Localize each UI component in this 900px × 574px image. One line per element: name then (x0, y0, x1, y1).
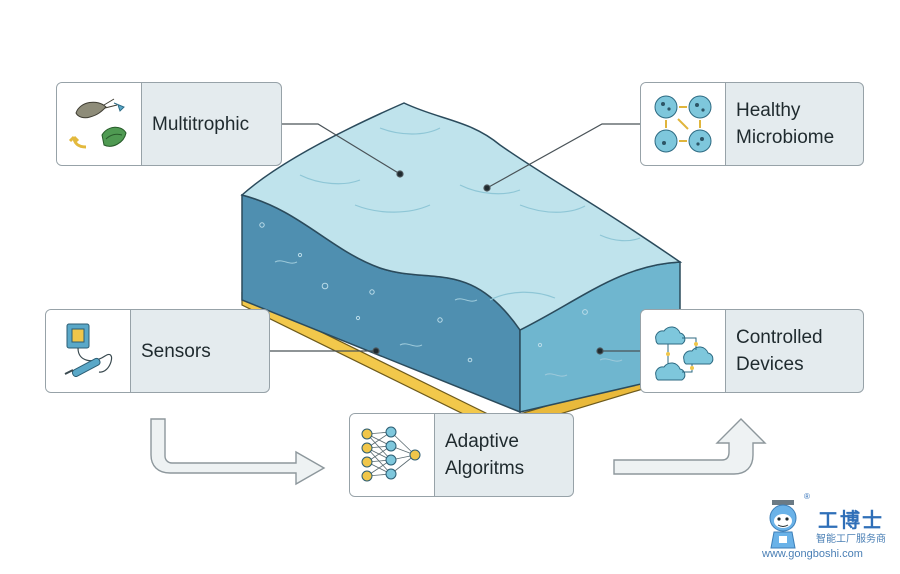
adaptive-algorithms-label: Adaptive Algoritms (445, 431, 525, 479)
controlled-devices-label: Controlled Devices (736, 327, 823, 375)
healthy-microbiome-label: Healthy Microbiome (736, 100, 835, 148)
sensors-card: Sensors (45, 309, 270, 393)
connector-lines (270, 123, 640, 355)
sensors-icon-box (46, 310, 131, 392)
shrimp-seaweed-cycle-icon (68, 98, 127, 149)
watermark: ® 工博士 智能工厂服务商 www.gongboshi.com (752, 492, 892, 568)
flow-arrow-sensors-to-algorithms (150, 418, 326, 486)
connector-multitrophic (282, 123, 401, 175)
watermark-brand: 工博士 (818, 510, 884, 532)
watermark-url: www.gongboshi.com (762, 548, 863, 560)
sensor-probe-icon (64, 323, 113, 378)
water-currents (274, 260, 623, 377)
adaptive-algorithms-card: Adaptive Algoritms (349, 413, 574, 497)
controlled-devices-card: Controlled Devices (640, 309, 864, 393)
cloud-network-icon (655, 326, 714, 381)
water-top-surface (240, 102, 683, 331)
watermark-registered-mark: ® (804, 492, 810, 501)
microbiome-icon-box (641, 83, 726, 165)
sensors-label: Sensors (141, 340, 211, 362)
mascot-logo-icon (769, 500, 797, 549)
algorithms-icon-box (350, 414, 435, 496)
microbe-cycle-icon (654, 95, 712, 153)
watermark-tagline: 智能工厂服务商 (816, 534, 886, 545)
devices-icon-box (641, 310, 726, 392)
multitrophic-icon-box (57, 83, 142, 165)
connector-microbiome (486, 123, 640, 189)
multitrophic-card: Multitrophic (56, 82, 282, 166)
surface-ripples (299, 127, 641, 301)
flow-arrow-algorithms-to-devices (613, 418, 767, 475)
healthy-microbiome-card: Healthy Microbiome (640, 82, 864, 166)
multitrophic-label: Multitrophic (152, 113, 250, 135)
neural-network-icon (361, 426, 421, 482)
